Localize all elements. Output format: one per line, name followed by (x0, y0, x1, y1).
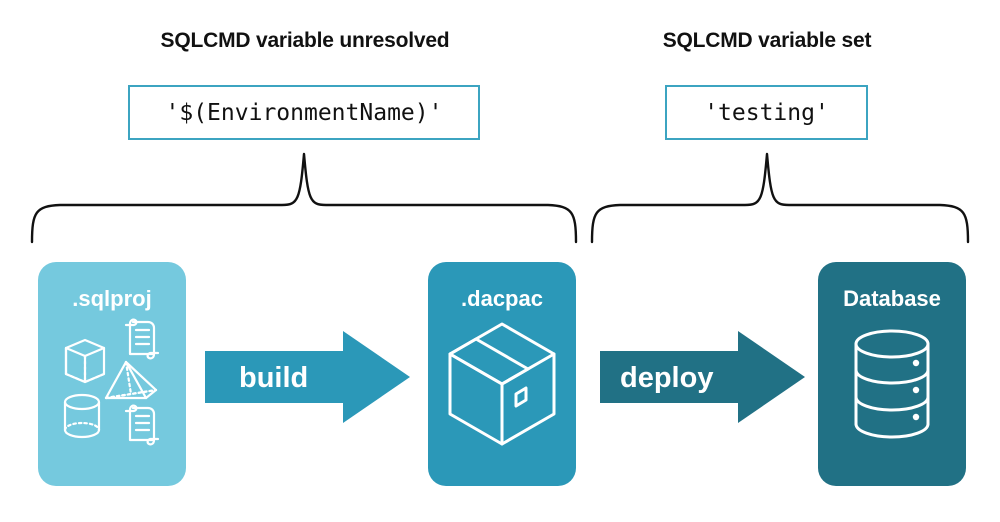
brace-build-scope (30, 152, 578, 244)
arrow-deploy (600, 331, 805, 423)
stage-label-dacpac: .dacpac (461, 286, 543, 311)
arrow-build-shape (205, 331, 410, 423)
database-cylinder-icon (854, 329, 930, 439)
script-icon (124, 404, 160, 446)
brace-group (30, 152, 970, 244)
annotation-heading-right: SQLCMD variable set (662, 29, 872, 52)
annotation-heading-left: SQLCMD variable unresolved (160, 29, 450, 52)
sqlcmd-variable-unresolved-value-box: '$(EnvironmentName)' (128, 85, 480, 140)
stage-box-dacpac: .dacpac (428, 262, 576, 486)
brace-deploy-scope (590, 152, 970, 244)
database-artwork (854, 329, 930, 439)
arrow-deploy-shape (600, 331, 805, 423)
arrow-build (205, 331, 410, 423)
script-icon (124, 318, 160, 360)
stage-label-database: Database (843, 286, 941, 311)
package-box-icon (448, 322, 556, 446)
database-status-dots (912, 359, 920, 421)
dacpac-artwork (448, 322, 556, 446)
sqlproj-artwork (63, 318, 160, 446)
stage-box-database: Database (818, 262, 966, 486)
arrow-deploy-label: deploy (620, 362, 714, 394)
stage-label-sqlproj: .sqlproj (72, 286, 152, 311)
stage-box-sqlproj: .sqlproj (38, 262, 186, 486)
sqlcmd-variable-set-value-box: 'testing' (665, 85, 868, 140)
pyramid-icon (104, 360, 158, 400)
cube-icon (64, 338, 106, 384)
cylinder-icon (63, 393, 101, 439)
arrow-build-label: build (239, 362, 309, 394)
